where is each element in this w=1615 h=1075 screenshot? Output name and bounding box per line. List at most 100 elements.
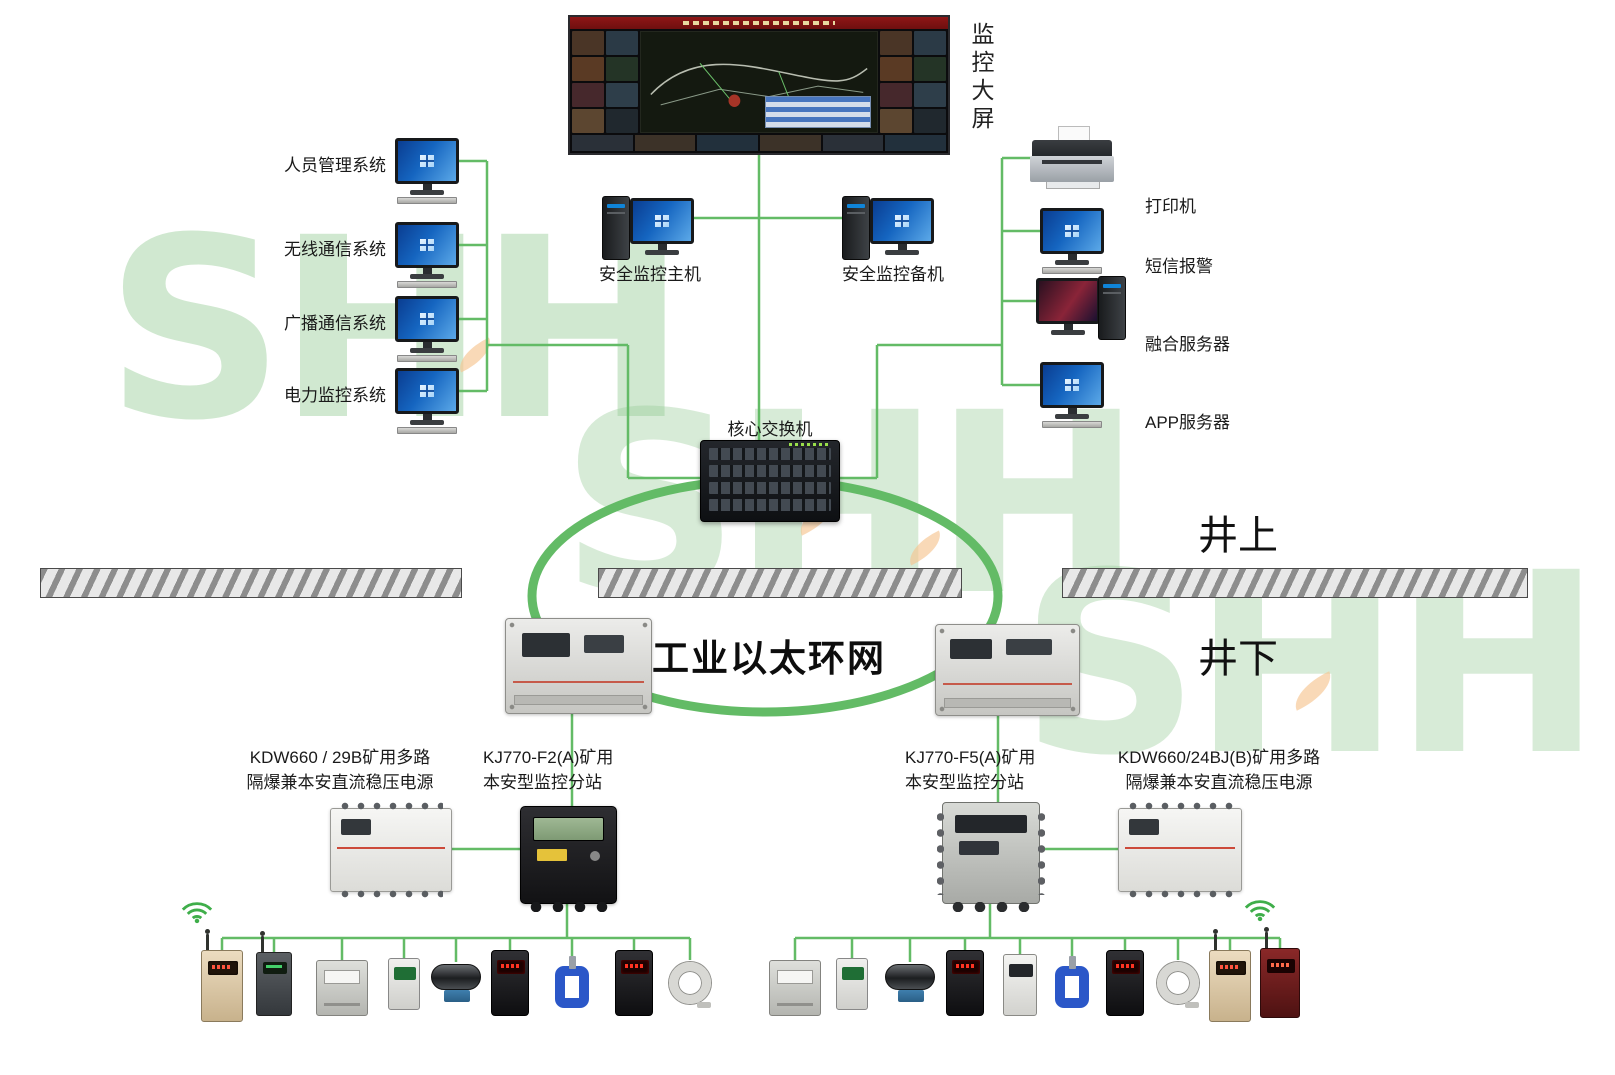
sensor-body — [885, 964, 935, 1002]
printer-slot — [1042, 160, 1102, 164]
underground-links — [450, 712, 1118, 851]
keyboard — [397, 281, 457, 288]
power-supply-right — [1118, 802, 1242, 898]
station-screen — [533, 817, 604, 841]
personnel-system-pc — [395, 138, 459, 204]
station-screen — [955, 815, 1027, 833]
label-backup-host: 安全监控备机 — [842, 265, 944, 284]
terminal-row — [339, 890, 443, 898]
label-line: 本安型监控分站 — [483, 772, 602, 792]
station-screen — [959, 841, 999, 855]
label-line: 隔爆兼本安直流稳压电源 — [246, 772, 434, 792]
left-systems-links — [459, 159, 701, 480]
antenna — [205, 929, 210, 951]
monitor-base — [1051, 330, 1085, 335]
dust-sensor — [1003, 954, 1037, 1016]
main-host-monitor — [630, 198, 694, 255]
roller-device — [885, 948, 935, 1002]
camera-thumb — [885, 135, 947, 151]
monitor-wall-screen — [568, 15, 950, 155]
sensor-body — [491, 950, 529, 1016]
substation-display — [950, 639, 992, 659]
switch-port-row — [709, 465, 831, 477]
fusion-server-monitor — [1036, 278, 1100, 335]
camera-thumb — [572, 135, 633, 151]
monitor-base — [410, 190, 444, 195]
screen-main — [570, 29, 948, 135]
switch-leds — [789, 443, 829, 446]
switch-port-row — [709, 448, 831, 460]
monitor-screen — [1040, 362, 1104, 408]
antenna — [1213, 929, 1218, 951]
monitor-wall-label: 监控大屏 — [968, 22, 994, 134]
sensor-body — [316, 960, 368, 1016]
windows-logo-icon — [895, 215, 909, 227]
junction-box — [316, 960, 368, 1016]
monitor-screen — [870, 198, 934, 244]
power-monitoring-system-pc — [395, 368, 459, 434]
monitor-screen — [630, 198, 694, 244]
label-line: 隔爆兼本安直流稳压电源 — [1125, 772, 1313, 792]
printer-tray — [1046, 182, 1100, 189]
label-sms-alarm: 短信报警 — [1145, 257, 1213, 276]
wifi-icon — [1243, 896, 1277, 922]
ground-bar-middle — [598, 568, 962, 598]
monitor-stand — [422, 414, 432, 420]
sensor-body — [388, 958, 420, 1010]
sms-alarm-pc — [1040, 208, 1104, 274]
side-connectors — [937, 811, 944, 895]
monitor-screen — [1040, 208, 1104, 254]
monitor-stand — [1067, 408, 1077, 414]
camera-thumb — [880, 83, 912, 107]
gas-sensor — [615, 950, 653, 1016]
keyboard — [1042, 267, 1102, 274]
station-sticker — [537, 849, 567, 861]
gas-sensor — [1106, 950, 1144, 1016]
broadcast-comm-system-pc — [395, 296, 459, 362]
sensor-wireless — [201, 929, 243, 1022]
windows-logo-icon — [420, 239, 434, 251]
monitor-base — [645, 250, 679, 255]
terminal-row — [1127, 890, 1233, 898]
sensor-body — [1050, 956, 1094, 1012]
wifi-icon — [180, 898, 214, 924]
substation-display — [584, 635, 624, 653]
cable-glands — [529, 902, 608, 912]
label-fusion-server: 融合服务器 — [1145, 335, 1230, 354]
roller-device — [431, 948, 481, 1002]
label-core-switch: 核心交换机 — [727, 420, 813, 439]
camera-thumb — [572, 109, 604, 133]
psu-window — [1129, 819, 1159, 835]
antenna — [1264, 927, 1269, 949]
camera-thumb — [914, 109, 946, 133]
sensor-body — [256, 952, 292, 1016]
camera-thumb — [914, 57, 946, 81]
keyboard — [397, 427, 457, 434]
camera-thumb — [606, 109, 638, 133]
label-left-power-supply: KDW660 / 29B矿用多路 隔爆兼本安直流稳压电源 — [215, 746, 465, 795]
sensor-body — [1106, 950, 1144, 1016]
switch-port-row — [709, 499, 831, 511]
camera-thumb — [880, 109, 912, 133]
camera-thumb — [760, 135, 821, 151]
monitor-stand — [897, 244, 907, 250]
monitor-stand — [657, 244, 667, 250]
camera-thumb — [606, 83, 638, 107]
sensor-body — [769, 960, 821, 1016]
label-line: KDW660 / 29B矿用多路 — [249, 748, 431, 767]
windows-logo-icon — [420, 385, 434, 397]
substation-stripe — [513, 681, 644, 683]
sensor-body — [1155, 960, 1201, 1008]
terminal-row — [339, 802, 443, 810]
camera-thumb — [572, 31, 604, 55]
substation-display — [522, 633, 570, 657]
monitor-stand — [422, 342, 432, 348]
printer-device — [1030, 126, 1114, 190]
mini-sensor — [388, 958, 420, 1010]
monitor-base — [410, 420, 444, 425]
camera-thumb — [572, 57, 604, 81]
pipe-clamp-sensor — [1050, 956, 1094, 1012]
mine-map-view — [640, 31, 878, 133]
label-power-monitoring-system: 电力监控系统 — [284, 386, 386, 405]
